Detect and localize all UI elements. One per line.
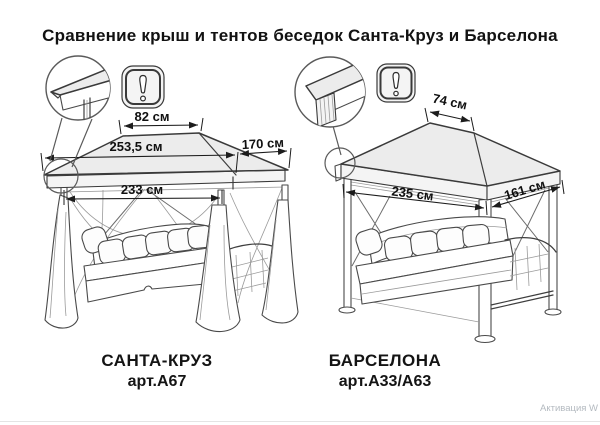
product-sku: арт.А33/А63	[338, 373, 432, 390]
barcelona-corner-detail	[294, 56, 366, 179]
bottom-divider	[0, 421, 600, 422]
dim-frame-label: 233 см	[121, 182, 163, 197]
magnifier-target-circle	[43, 158, 79, 194]
page-title: Сравнение крыш и тентов беседок Санта-Кр…	[42, 26, 558, 45]
santa-cruz-curtains	[44, 194, 299, 333]
dim-front-label: 253,5 см	[110, 139, 163, 154]
warning-icon	[121, 65, 165, 109]
barcelona-caption: БАРСЕЛОНА арт.А33/А63	[245, 351, 525, 391]
product-sku: арт.А67	[127, 373, 187, 390]
product-name: БАРСЕЛОНА	[328, 351, 442, 370]
santa-cruz-drawing: 82 см 253,5 см 170 см 233 см	[40, 55, 299, 333]
dim-side-label: 170 см	[241, 135, 284, 152]
dim-front-label: 235 см	[391, 184, 435, 204]
barcelona-bench	[351, 189, 557, 305]
dim-ridge-label: 74 см	[431, 91, 468, 113]
product-name: САНТА-КРУЗ	[101, 351, 213, 370]
windows-activation-watermark: Активация W	[540, 403, 598, 414]
santa-cruz-corner-detail	[43, 55, 111, 194]
santa-cruz-bench	[81, 188, 273, 303]
santa-cruz-caption: САНТА-КРУЗ арт.А67	[17, 351, 297, 391]
santa-cruz-dimensions: 82 см 253,5 см 170 см 233 см	[40, 109, 292, 205]
dim-ridge-label: 82 см	[135, 109, 170, 124]
barcelona-drawing: 74 см 235 см 161 см	[294, 56, 565, 344]
warning-icon	[376, 63, 416, 103]
magnifier-target-circle	[324, 147, 356, 179]
